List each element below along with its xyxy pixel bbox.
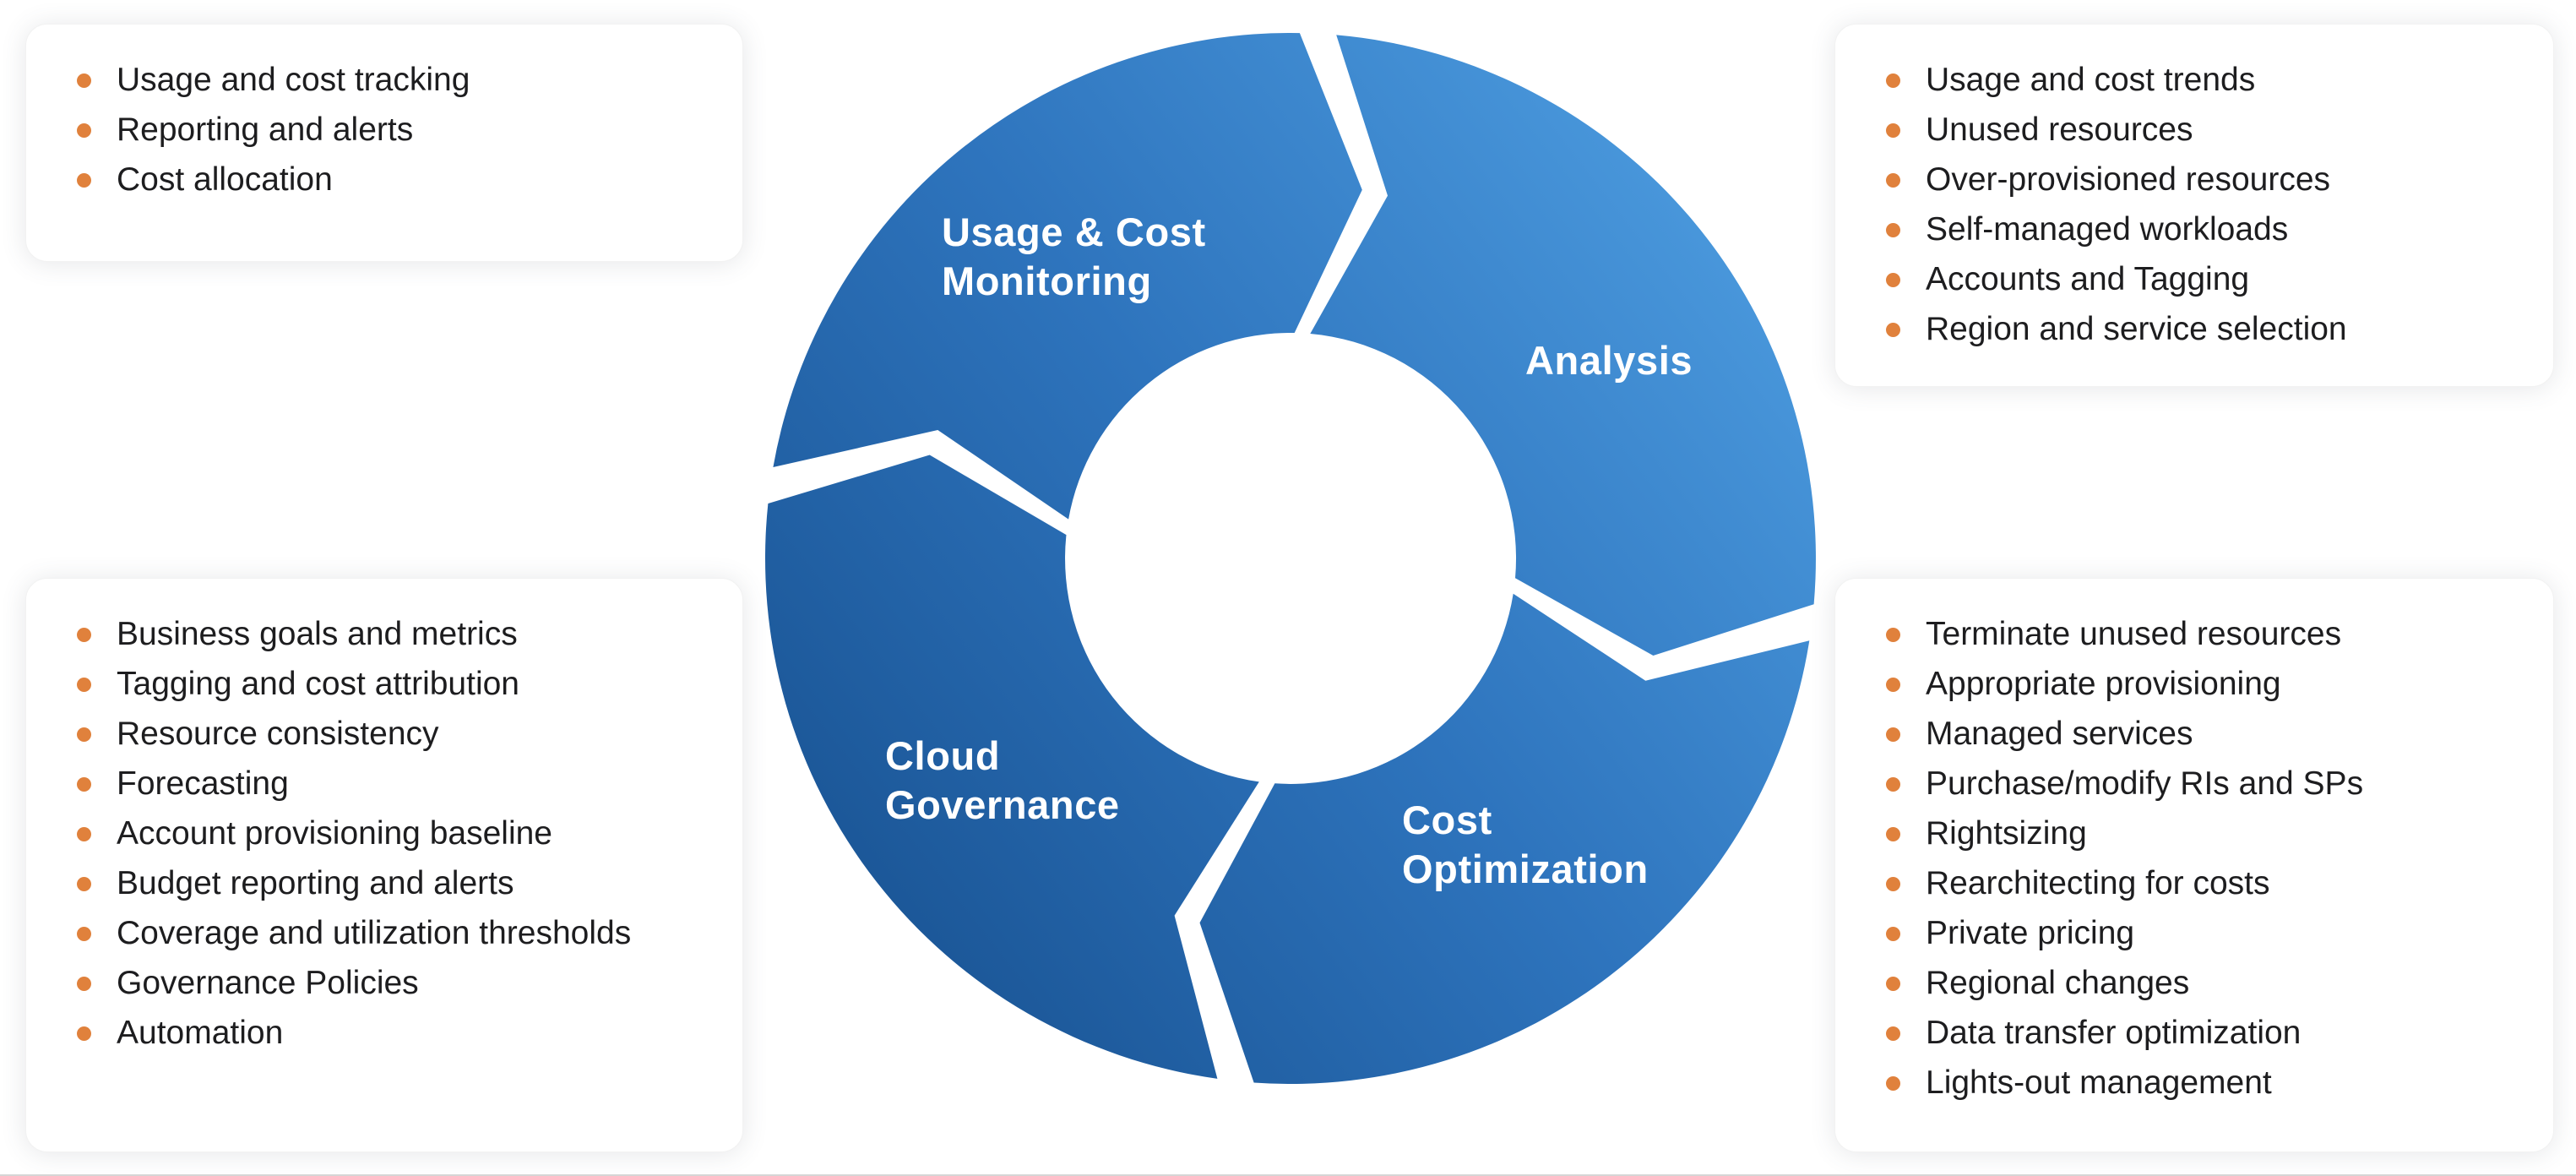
list-item-text: Regional changes	[1926, 965, 2190, 1001]
list-item: Self-managed workloads	[1874, 204, 2494, 254]
list-item: Data transfer optimization	[1874, 1008, 2494, 1058]
segment-analysis-shape	[1310, 35, 1816, 656]
cycle-segments	[764, 33, 1816, 1085]
bullet-icon	[1886, 628, 1900, 642]
bullet-icon	[1886, 223, 1900, 237]
bullet-icon	[77, 877, 91, 891]
bullet-icon	[1886, 123, 1900, 138]
list-item-text: Usage and cost tracking	[117, 62, 470, 98]
bullet-icon	[1886, 927, 1900, 941]
bullet-icon	[1886, 173, 1900, 188]
list-item: Business goals and metrics	[65, 609, 683, 659]
list-item-text: Rearchitecting for costs	[1926, 865, 2270, 901]
bullet-icon	[1886, 727, 1900, 742]
bullet-icon	[77, 1026, 91, 1041]
list-item-text: Coverage and utilization thresholds	[117, 915, 632, 951]
bullet-icon	[1886, 977, 1900, 991]
list-item-text: Managed services	[1926, 716, 2193, 752]
list-item-text: Data transfer optimization	[1926, 1015, 2302, 1051]
bullet-icon	[1886, 827, 1900, 841]
list-item: Governance Policies	[65, 958, 683, 1008]
bullet-icon	[1886, 74, 1900, 88]
bullet-icon	[77, 628, 91, 642]
list-item: Automation	[65, 1008, 683, 1058]
list-item: Regional changes	[1874, 958, 2494, 1008]
list-item-text: Cost allocation	[117, 161, 333, 198]
bullet-icon	[77, 74, 91, 88]
list-item-text: Budget reporting and alerts	[117, 865, 514, 901]
list-item: Budget reporting and alerts	[65, 858, 683, 908]
bullet-icon	[1886, 323, 1900, 337]
list-item-text: Region and service selection	[1926, 311, 2347, 347]
bullet-icon	[77, 173, 91, 188]
list-item-text: Usage and cost trends	[1926, 62, 2256, 98]
list-item: Private pricing	[1874, 908, 2494, 958]
list-item-text: Lights-out management	[1926, 1064, 2272, 1101]
list-item-text: Self-managed workloads	[1926, 211, 2289, 248]
list-item-text: Automation	[117, 1015, 284, 1051]
list-item: Resource consistency	[65, 709, 683, 759]
bullet-icon	[77, 777, 91, 792]
segment-usage-cost-monitoring-shape	[773, 33, 1362, 520]
bullet-icon	[1886, 273, 1900, 287]
bullet-icon	[77, 678, 91, 692]
list-item-text: Forecasting	[117, 765, 289, 802]
bullet-icon	[1886, 678, 1900, 692]
list-item: Purchase/modify RIs and SPs	[1874, 759, 2494, 808]
list-item: Forecasting	[65, 759, 683, 808]
list-item: Coverage and utilization thresholds	[65, 908, 683, 958]
list-item: Managed services	[1874, 709, 2494, 759]
bullet-icon	[77, 827, 91, 841]
list-item: Account provisioning baseline	[65, 808, 683, 858]
bullet-icon	[77, 977, 91, 991]
bullet-icon	[77, 727, 91, 742]
bullet-icon	[1886, 877, 1900, 891]
list-item-text: Tagging and cost attribution	[117, 666, 519, 702]
list-item: Unused resources	[1874, 105, 2494, 155]
bullet-icon	[1886, 777, 1900, 792]
list-item: Tagging and cost attribution	[65, 659, 683, 709]
list-item: Rightsizing	[1874, 808, 2494, 858]
page-bottom-divider	[0, 1174, 2576, 1176]
list-item: Lights-out management	[1874, 1058, 2494, 1108]
list-item: Accounts and Tagging	[1874, 254, 2494, 304]
list-item: Rearchitecting for costs	[1874, 858, 2494, 908]
list-item: Usage and cost tracking	[65, 55, 683, 105]
bullet-icon	[77, 927, 91, 941]
list-item-text: Rightsizing	[1926, 815, 2087, 852]
list-item: Usage and cost trends	[1874, 55, 2494, 105]
list-item-text: Governance Policies	[117, 965, 419, 1001]
list-item: Over-provisioned resources	[1874, 155, 2494, 204]
bullet-icon	[1886, 1076, 1900, 1091]
segment-cloud-governance-shape	[764, 455, 1259, 1079]
list-item-text: Resource consistency	[117, 716, 439, 752]
list-item-text: Purchase/modify RIs and SPs	[1926, 765, 2364, 802]
bullet-icon	[1886, 1026, 1900, 1041]
list-item: Region and service selection	[1874, 304, 2494, 354]
list-item-text: Appropriate provisioning	[1926, 666, 2281, 702]
segment-cost-optimization-shape	[1199, 593, 1810, 1085]
list-item: Appropriate provisioning	[1874, 659, 2494, 709]
list-item: Terminate unused resources	[1874, 609, 2494, 659]
list-item-text: Business goals and metrics	[117, 616, 518, 652]
list-item-text: Over-provisioned resources	[1926, 161, 2331, 198]
bullet-icon	[77, 123, 91, 138]
list-item-text: Reporting and alerts	[117, 112, 414, 148]
list-item-text: Account provisioning baseline	[117, 815, 552, 852]
list-item: Cost allocation	[65, 155, 683, 204]
list-item-text: Unused resources	[1926, 112, 2193, 148]
list-item-text: Accounts and Tagging	[1926, 261, 2250, 297]
list-item-text: Private pricing	[1926, 915, 2135, 951]
list-item-text: Terminate unused resources	[1926, 616, 2342, 652]
list-item: Reporting and alerts	[65, 105, 683, 155]
